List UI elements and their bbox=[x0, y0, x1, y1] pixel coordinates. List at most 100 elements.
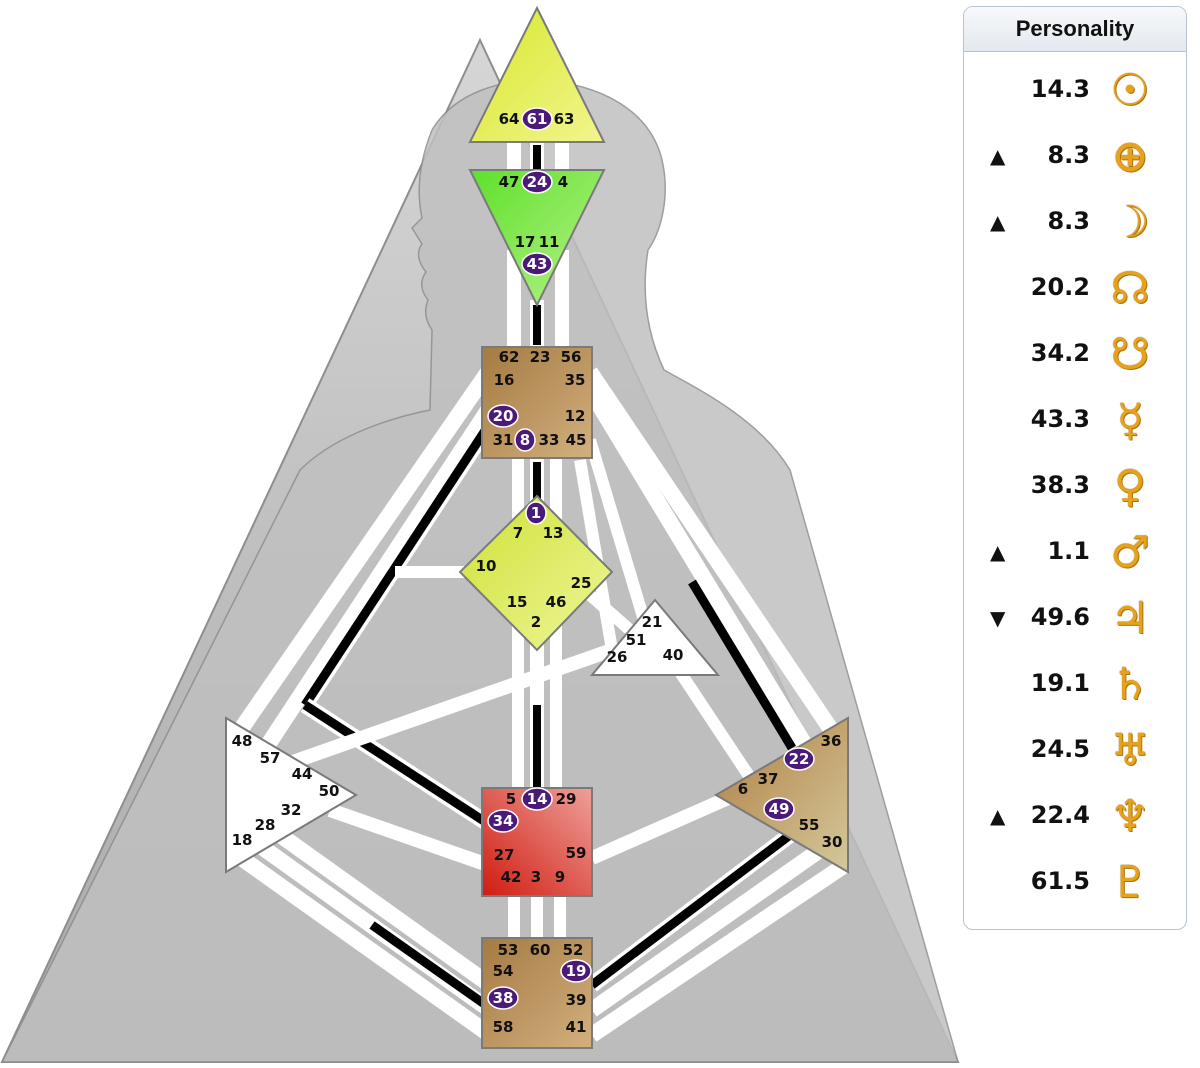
gate-36[interactable]: 36 bbox=[821, 732, 842, 750]
gate-62[interactable]: 62 bbox=[499, 348, 520, 366]
gate-12[interactable]: 12 bbox=[565, 407, 586, 425]
gate-58[interactable]: 58 bbox=[493, 1018, 514, 1036]
gate-number: 31 bbox=[493, 431, 514, 449]
gate-line-value: 8.3 bbox=[1047, 141, 1090, 169]
gate-50[interactable]: 50 bbox=[319, 782, 340, 800]
gate-39[interactable]: 39 bbox=[566, 991, 587, 1009]
gate-number: 54 bbox=[493, 962, 514, 980]
gate-37[interactable]: 37 bbox=[758, 770, 779, 788]
throat-center bbox=[481, 346, 593, 459]
gate-10[interactable]: 10 bbox=[476, 557, 497, 575]
gate-49[interactable]: 49 bbox=[763, 797, 795, 821]
channels-layer bbox=[225, 140, 850, 1042]
gate-28[interactable]: 28 bbox=[255, 816, 276, 834]
gate-56[interactable]: 56 bbox=[561, 348, 582, 366]
gate-53[interactable]: 53 bbox=[498, 941, 519, 959]
gate-line-value: 14.3 bbox=[1030, 75, 1090, 103]
gate-highlight bbox=[487, 986, 519, 1010]
gate-34[interactable]: 34 bbox=[487, 809, 519, 833]
jupiter-icon: ♃ bbox=[1110, 592, 1150, 644]
gate-44[interactable]: 44 bbox=[292, 765, 313, 783]
gate-19[interactable]: 19 bbox=[560, 959, 592, 983]
gate-55[interactable]: 55 bbox=[799, 816, 820, 834]
gate-64[interactable]: 64 bbox=[499, 110, 520, 128]
gate-25[interactable]: 25 bbox=[571, 574, 592, 592]
gate-line-value: 34.2 bbox=[1030, 339, 1090, 367]
spleen-center bbox=[225, 716, 358, 874]
gate-line-value: 8.3 bbox=[1047, 207, 1090, 235]
gate-26[interactable]: 26 bbox=[607, 648, 628, 666]
pluto-icon: ♇ bbox=[1110, 856, 1150, 908]
gate-29[interactable]: 29 bbox=[556, 790, 577, 808]
gate-18[interactable]: 18 bbox=[232, 831, 253, 849]
panel-title: Personality bbox=[964, 7, 1186, 52]
gate-9[interactable]: 9 bbox=[555, 868, 565, 886]
gate-23[interactable]: 23 bbox=[530, 348, 551, 366]
gate-15[interactable]: 15 bbox=[507, 593, 528, 611]
gate-43[interactable]: 43 bbox=[521, 252, 553, 276]
gate-16[interactable]: 16 bbox=[494, 371, 515, 389]
gate-number: 17 bbox=[515, 233, 536, 251]
gate-63[interactable]: 63 bbox=[554, 110, 575, 128]
gate-21[interactable]: 21 bbox=[642, 613, 663, 631]
planet-row: 20.2☊ bbox=[964, 259, 1186, 319]
gate-46[interactable]: 46 bbox=[546, 593, 567, 611]
bodygraph-chart: 6461634724417114362235616352012318334517… bbox=[0, 5, 960, 1063]
gate-27[interactable]: 27 bbox=[494, 846, 515, 864]
root-center bbox=[481, 937, 593, 1049]
gate-22[interactable]: 22 bbox=[783, 747, 815, 771]
gate-38[interactable]: 38 bbox=[487, 986, 519, 1010]
gate-48[interactable]: 48 bbox=[232, 732, 253, 750]
gate-number: 24 bbox=[527, 173, 548, 191]
gate-number: 21 bbox=[642, 613, 663, 631]
gate-30[interactable]: 30 bbox=[822, 833, 843, 851]
gate-52[interactable]: 52 bbox=[563, 941, 584, 959]
gate-4[interactable]: 4 bbox=[558, 173, 568, 191]
gate-number: 20 bbox=[493, 407, 514, 425]
gate-60[interactable]: 60 bbox=[530, 941, 551, 959]
gate-number: 38 bbox=[493, 989, 514, 1007]
gate-7[interactable]: 7 bbox=[513, 524, 523, 542]
gate-61[interactable]: 61 bbox=[521, 107, 553, 131]
gate-13[interactable]: 13 bbox=[543, 524, 564, 542]
gate-31[interactable]: 31 bbox=[493, 431, 514, 449]
gate-45[interactable]: 45 bbox=[566, 431, 587, 449]
gate-8[interactable]: 8 bbox=[514, 428, 536, 452]
gate-40[interactable]: 40 bbox=[663, 646, 684, 664]
gate-11[interactable]: 11 bbox=[539, 233, 560, 251]
gate-17[interactable]: 17 bbox=[515, 233, 536, 251]
gate-51[interactable]: 51 bbox=[626, 631, 647, 649]
gate-6[interactable]: 6 bbox=[738, 780, 748, 798]
gate-1[interactable]: 1 bbox=[525, 501, 547, 525]
gate-2[interactable]: 2 bbox=[531, 613, 541, 631]
gate-33[interactable]: 33 bbox=[539, 431, 560, 449]
gate-14[interactable]: 14 bbox=[521, 787, 553, 811]
gate-32[interactable]: 32 bbox=[281, 801, 302, 819]
gate-42[interactable]: 42 bbox=[501, 868, 522, 886]
gate-number: 62 bbox=[499, 348, 520, 366]
gate-3[interactable]: 3 bbox=[531, 868, 541, 886]
gate-24[interactable]: 24 bbox=[521, 170, 553, 194]
gate-59[interactable]: 59 bbox=[566, 844, 587, 862]
gate-57[interactable]: 57 bbox=[260, 749, 281, 767]
gate-20[interactable]: 20 bbox=[487, 404, 519, 428]
gate-5[interactable]: 5 bbox=[506, 790, 516, 808]
gate-54[interactable]: 54 bbox=[493, 962, 514, 980]
gate-41[interactable]: 41 bbox=[566, 1018, 587, 1036]
gate-highlight bbox=[525, 501, 547, 525]
mars-icon: ♂ bbox=[1110, 526, 1150, 578]
gate-highlight bbox=[521, 787, 553, 811]
gate-47[interactable]: 47 bbox=[499, 173, 520, 191]
gate-number: 27 bbox=[494, 846, 515, 864]
planet-row: ▲8.3☽ bbox=[964, 193, 1186, 253]
gate-number: 30 bbox=[822, 833, 843, 851]
gate-35[interactable]: 35 bbox=[565, 371, 586, 389]
gate-number: 46 bbox=[546, 593, 567, 611]
gate-number: 12 bbox=[565, 407, 586, 425]
gate-number: 49 bbox=[769, 800, 790, 818]
sun-icon: ☉ bbox=[1110, 64, 1150, 116]
gate-number: 16 bbox=[494, 371, 515, 389]
gate-number: 29 bbox=[556, 790, 577, 808]
planet-row: 34.2☋ bbox=[964, 325, 1186, 385]
gate-number: 3 bbox=[531, 868, 541, 886]
